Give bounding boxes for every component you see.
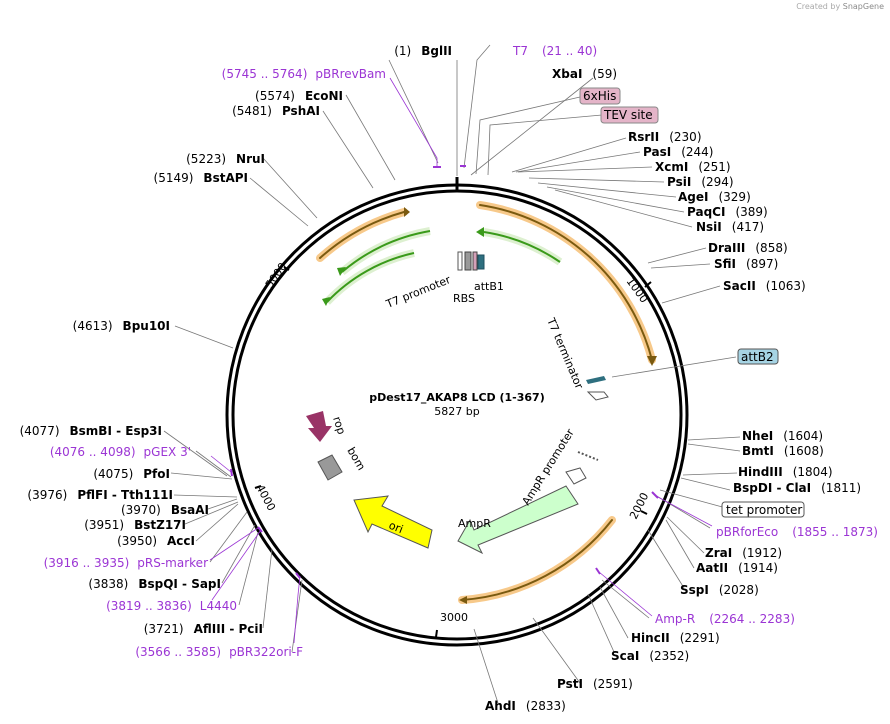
label-t7-terminator: T7 terminator (544, 315, 586, 391)
box-tet: tet promoter (721, 501, 805, 518)
site-scai: ScaI(2352) (611, 649, 689, 663)
box-attb2: attB2 (737, 348, 779, 365)
site-acci: (3950)AccI (117, 534, 195, 548)
plasmid-name: pDest17_AKAP8 LCD (1-367) (369, 391, 544, 404)
tick-3000: 3000 (440, 611, 468, 624)
rop-arrow (306, 411, 332, 442)
site-nrui: (5223)NruI (186, 152, 265, 166)
attb2-glyph (586, 376, 606, 384)
site-pshai: (5481)PshAI (232, 104, 320, 118)
plasmid-length: 5827 bp (434, 405, 479, 418)
site-sfii: SfiI(897) (714, 257, 778, 271)
leader-lines (163, 44, 741, 704)
site-pflfi-tth111i: (3976)PflFI - Tth111I (27, 488, 173, 502)
site-pfoi: (4075)PfoI (93, 467, 170, 481)
primer-t7: T7(21 .. 40) (512, 44, 597, 58)
tick-2000: 2000 (627, 491, 651, 522)
orange-arcs (316, 201, 656, 604)
primer-pbrrevbam: (5745 .. 5764)pBRrevBam (222, 67, 386, 81)
primer-marks (230, 165, 659, 579)
bom-box (317, 454, 343, 481)
site-bspdi-clai: BspDI - ClaI(1811) (733, 481, 861, 495)
site-zrai: ZraI(1912) (705, 546, 782, 560)
primer-amp-r: Amp-R(2264 .. 2283) (655, 612, 795, 626)
primer-pgex3: (4076 .. 4098)pGEX 3' (50, 445, 191, 459)
primer-prs-marker: (3916 .. 3935)pRS-marker (44, 556, 208, 570)
ampr-arrow (457, 485, 579, 555)
site-econi: (5574)EcoNI (255, 89, 343, 103)
site-hindiii: HindIII(1804) (738, 465, 833, 479)
site-paqci: PaqCI(389) (687, 205, 768, 219)
site-aatii: AatII(1914) (696, 561, 778, 575)
site-xcmi: XcmI(251) (655, 160, 731, 174)
primer-l4440: (3819 .. 3836)L4440 (106, 599, 237, 613)
site-nhei: NheI(1604) (742, 429, 823, 443)
primer-pbr322ori-f: (3566 .. 3585)pBR322ori-F (135, 645, 303, 659)
box-tet-label: tet promoter (726, 503, 802, 517)
backbone-inner (231, 189, 683, 641)
site-pasi: PasI(244) (643, 145, 713, 159)
box-tev: TEV site (600, 106, 659, 124)
site-bmti: BmtI(1608) (742, 444, 824, 458)
site-bsmbi-esp3i: (4077)BsmBI - Esp3I (20, 424, 162, 438)
site-bstapi: (5149)BstAPI (154, 171, 248, 185)
box-attb2-label: attB2 (741, 350, 774, 364)
sites-left: (1)BglII (5574)EcoNI (5481)PshAI (5223)N… (20, 44, 452, 636)
site-ahdi: AhdI(2833) (485, 699, 566, 713)
tick-4000: 4000 (253, 482, 278, 513)
site-bglii: (1)BglII (394, 44, 452, 58)
box-6xhis-label: 6xHis (583, 89, 616, 103)
site-rsrii: RsrII(230) (628, 130, 702, 144)
site-sacii: SacII(1063) (723, 279, 806, 293)
ori-arrow (353, 495, 433, 549)
site-bpu10i: (4613)Bpu10I (73, 319, 170, 333)
site-xbai: XbaI(59) (552, 67, 617, 81)
tet-promoter-glyph (577, 451, 599, 461)
label-rop: rop (330, 415, 348, 436)
box-tev-label: TEV site (603, 108, 653, 122)
label-ampr: AmpR (458, 517, 491, 530)
tick-5000: 5000 (263, 260, 290, 290)
site-bspqi-sapi: (3838)BspQI - SapI (88, 577, 221, 591)
credit-prefix: Created by (796, 2, 841, 11)
site-draiii: DraIII(858) (708, 241, 788, 255)
attb1-glyphs (457, 251, 485, 271)
site-hincii: HincII(2291) (631, 631, 720, 645)
site-sspi: SspI(2028) (680, 583, 759, 597)
label-rbs: RBS (453, 292, 475, 305)
ampr-promoter-glyph (565, 467, 587, 485)
site-bsaai: (3970)BsaAI (121, 503, 209, 517)
site-psii: PsiI(294) (667, 175, 734, 189)
box-6xhis: 6xHis (579, 87, 621, 105)
primer-leaders (209, 77, 713, 644)
label-bom: bom (344, 445, 367, 473)
orange-arrowheads (404, 207, 657, 604)
label-attb1: attB1 (474, 280, 504, 293)
label-t7-promoter: T7 promoter (383, 273, 453, 311)
site-psti: PstI(2591) (557, 677, 633, 691)
primer-labels: T7(21 .. 40) (5745 .. 5764)pBRrevBam (40… (44, 44, 878, 659)
site-nsii: NsiI(417) (696, 220, 764, 234)
green-arrowheads (322, 227, 484, 306)
site-bstz17i: (3951)BstZ17I (84, 518, 186, 532)
label-ori: ori (387, 519, 405, 536)
primer-pbrforeco: pBRforEco(1855 .. 1873) (716, 525, 878, 539)
snapgene-credit: Created by SnapGene (796, 2, 884, 11)
t7-terminator-glyph (586, 391, 609, 401)
green-arcs (324, 227, 563, 305)
sites-right: XbaI(59) RsrII(230) PasI(244) XcmI(251) … (485, 67, 861, 713)
ticks (254, 266, 652, 638)
site-afliii-pcii: (3721)AflIII - PciI (144, 622, 263, 636)
credit-brand: SnapGene (842, 2, 884, 11)
site-agei: AgeI(329) (678, 190, 751, 204)
